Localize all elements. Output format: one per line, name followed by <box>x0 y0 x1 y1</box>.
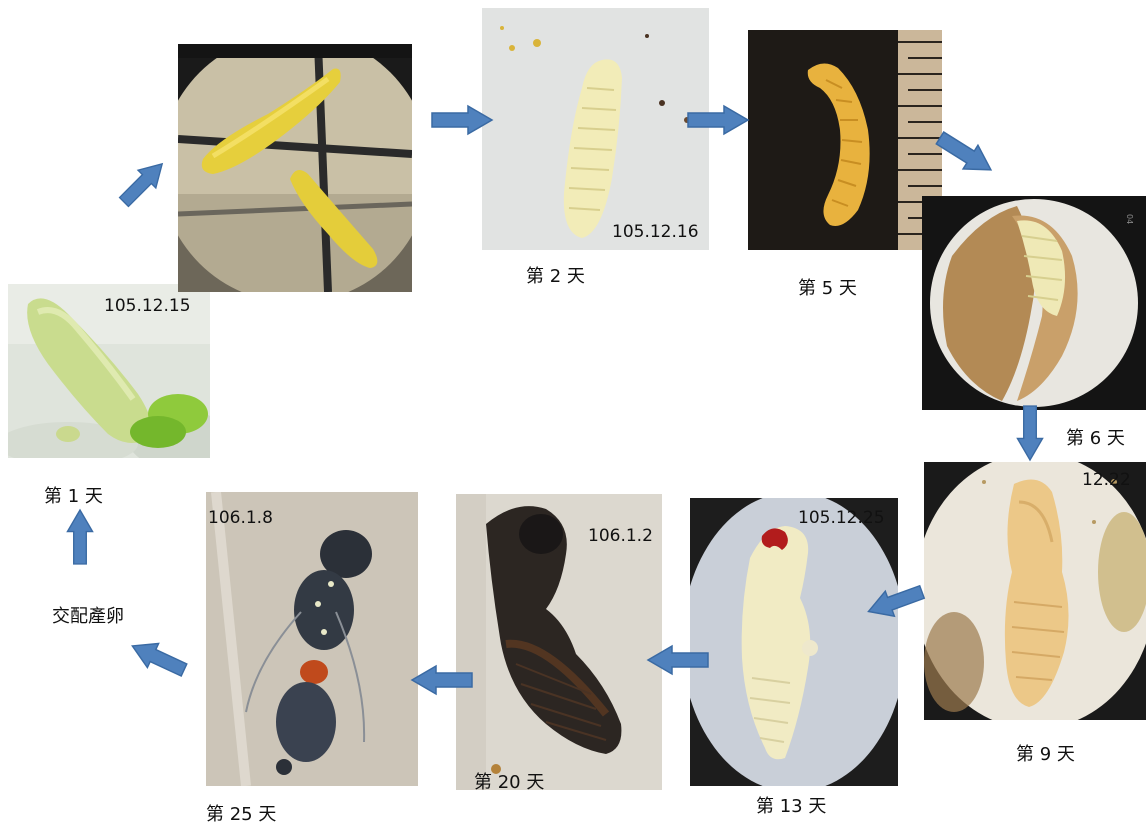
arrow-day20-to-day25 <box>412 666 472 694</box>
arrow-day25-to-mating <box>127 634 190 682</box>
arrow-day1b-to-day2 <box>432 106 492 134</box>
arrow-mating-to-day1 <box>67 510 92 564</box>
arrow-day1-to-day1b <box>115 155 171 211</box>
arrow-day5-to-day6 <box>933 126 999 182</box>
arrow-day2-to-day5 <box>688 106 748 134</box>
arrow-day13-to-day20 <box>648 646 708 674</box>
arrow-day6-to-day9 <box>1017 406 1042 460</box>
arrow-day9-to-day13 <box>864 580 927 624</box>
